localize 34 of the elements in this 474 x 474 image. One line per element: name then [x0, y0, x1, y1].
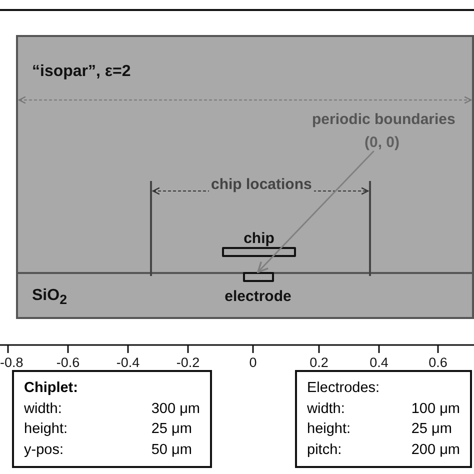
tick-label: -0.4: [116, 355, 140, 370]
table-heading: Chiplet:: [24, 379, 79, 398]
tick-label: 0.6: [428, 355, 448, 370]
parameter-table: [12, 370, 212, 468]
medium-label: “isopar”, ε=2: [32, 63, 131, 81]
liquid-region: [16, 35, 474, 274]
parameter-value: 25 μm: [151, 420, 193, 439]
tick-label: 0: [249, 355, 257, 370]
parameter-name: y-pos:: [24, 440, 64, 460]
layer-label: SiO$_{2}$: [32, 287, 67, 308]
leader-line: [257, 150, 374, 273]
parameter-value: 100 μm: [411, 400, 460, 418]
tick-label: -0.2: [176, 355, 200, 370]
parameter-name: width:: [307, 400, 346, 418]
parameter-name: height:: [24, 420, 69, 439]
tick-label: -0.8: [0, 355, 24, 370]
parameter-value: 50 μm: [151, 440, 193, 460]
parameter-value: 200 μm: [411, 440, 460, 460]
parameter-value: 25 μm: [411, 420, 453, 439]
table-heading: Electrodes:: [307, 379, 381, 398]
parameter-name: width:: [24, 400, 63, 418]
dimension-label: chip locations: [209, 176, 314, 193]
parameter-table: [295, 370, 472, 468]
electrode-label: electrode: [224, 288, 292, 305]
annotation-label: periodic boundaries: [312, 111, 456, 128]
parameter-value: 300 μm: [151, 400, 200, 418]
tick-label: 0.2: [310, 355, 328, 370]
parameter-name: height:: [307, 420, 352, 439]
parameter-name: pitch:: [307, 440, 343, 460]
origin-label: (0, 0): [358, 134, 406, 151]
tick-label: -0.6: [56, 355, 80, 370]
tick-label: 0.4: [370, 355, 388, 370]
substrate-layer: [16, 272, 474, 319]
chip-label: chip: [242, 230, 276, 247]
